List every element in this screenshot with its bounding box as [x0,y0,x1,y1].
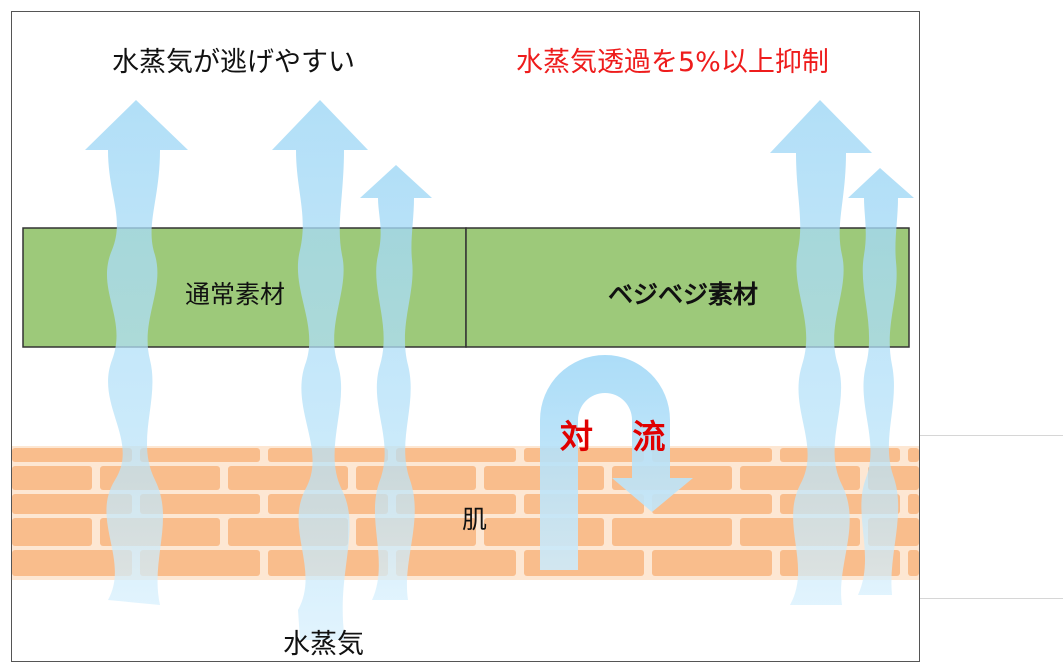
vapor-arrow-5 [848,168,914,595]
vege-material-label: ベジベジ素材 [608,280,759,309]
title-right: 水蒸気透過を5%以上抑制 [516,47,829,78]
convection-arrow [540,355,693,570]
convection-label: 対 流 [560,417,680,456]
title-left: 水蒸気が逃げやすい [112,47,355,78]
skin-label: 肌 [462,505,488,534]
side-panel [920,435,1063,599]
vapor-arrow-2 [272,100,368,640]
vapor-arrow-1 [85,100,188,605]
vapor-arrow-3 [360,165,432,600]
normal-material-label: 通常素材 [185,280,286,309]
vapor-label: 水蒸気 [283,629,364,660]
vapor-arrow-4 [770,100,872,605]
